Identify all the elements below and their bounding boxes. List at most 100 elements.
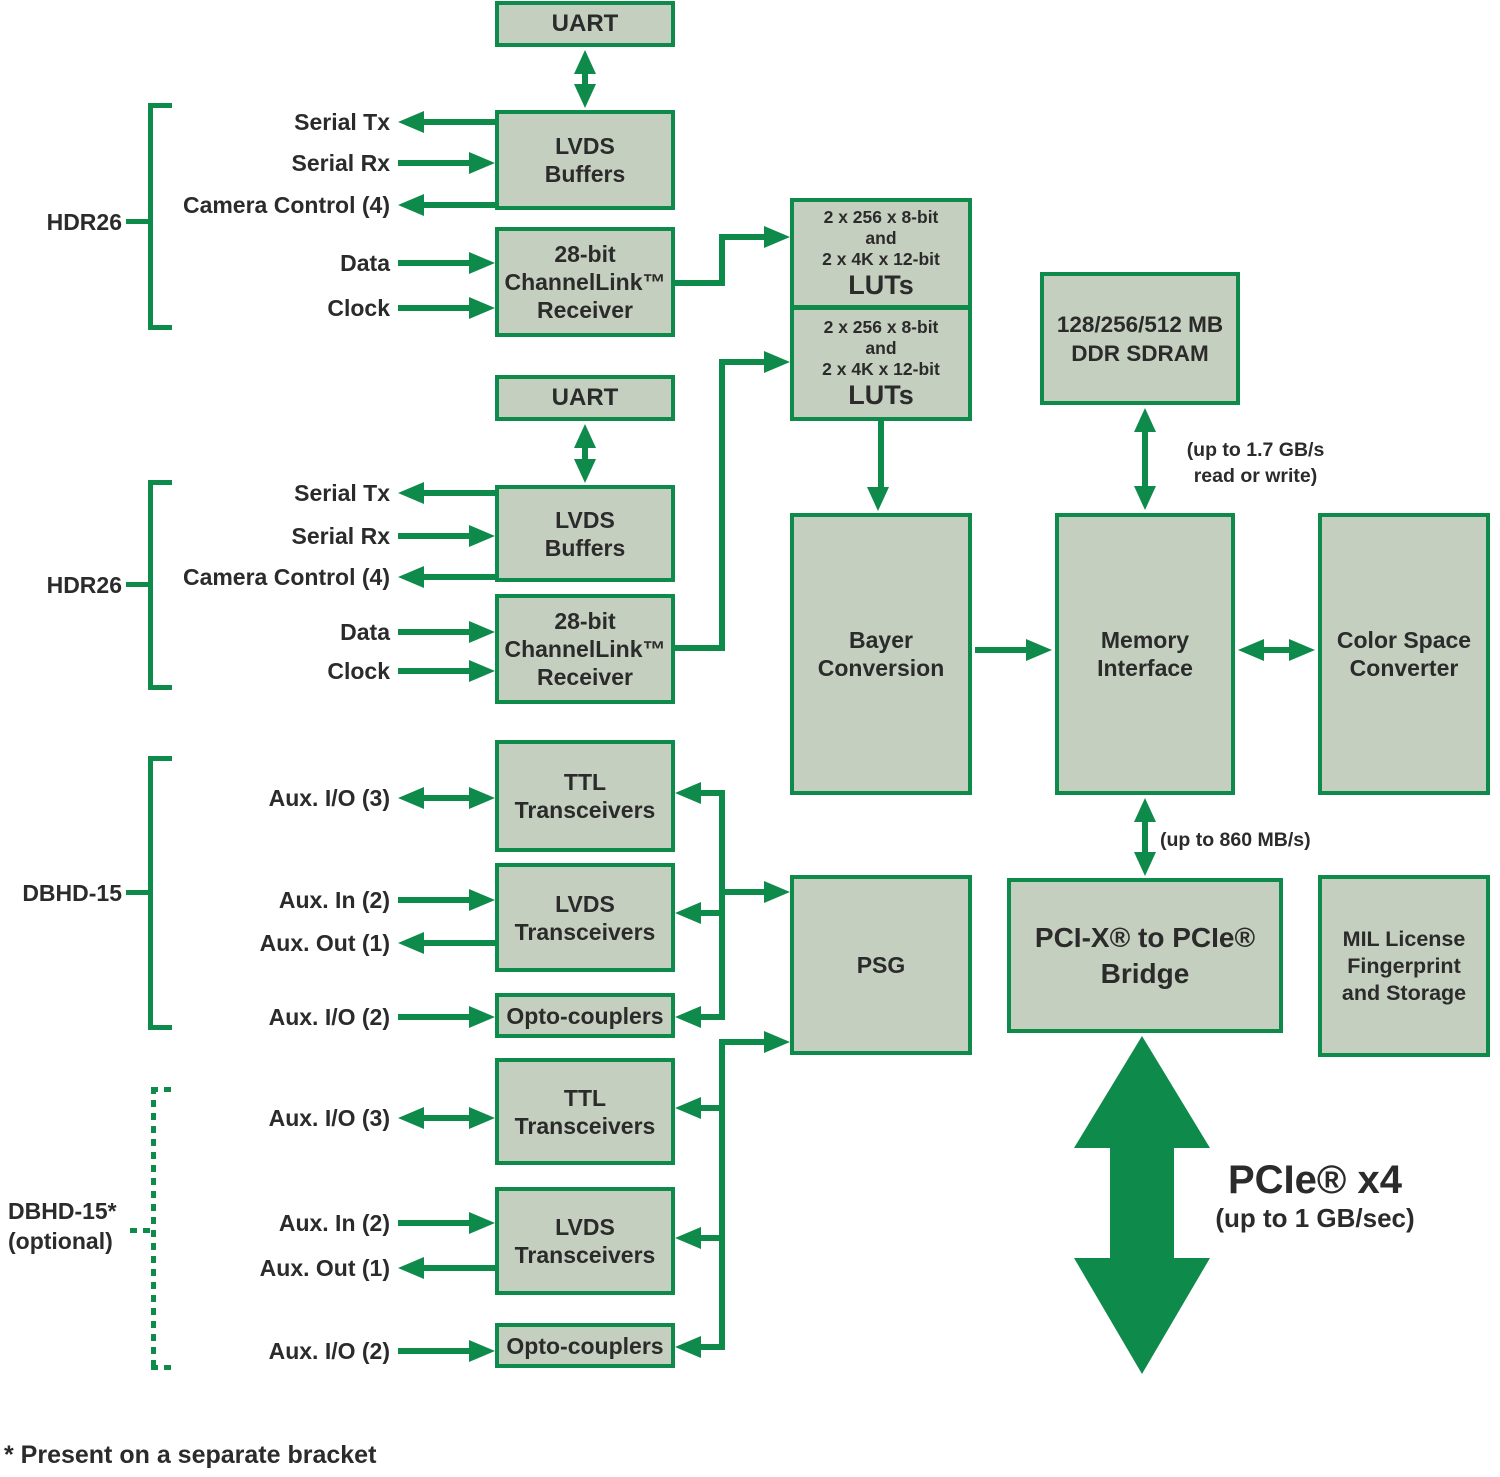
aux-io3-2-arrowhead-right xyxy=(469,1107,495,1129)
port-label-data-2: Data xyxy=(340,619,390,645)
aux-out1-1-arrow xyxy=(422,940,495,946)
memory-interface-box: Memory Interface xyxy=(1055,513,1235,795)
clock-2-arrowhead xyxy=(469,660,495,682)
pcie-x4-title: PCIe® x4 xyxy=(1227,1158,1402,1202)
color-space-converter-box-label: Color Space Converter xyxy=(1336,627,1472,681)
footnote: * Present on a separate bracket xyxy=(4,1441,377,1469)
bus1-opto1-branch xyxy=(699,1014,721,1020)
aux-io2-2-arrowhead xyxy=(469,1340,495,1362)
bayer-conversion-box: Bayer Conversion xyxy=(790,513,972,795)
ddr-memory-arrowhead-down xyxy=(1134,486,1156,510)
port-label-clock-2: Clock xyxy=(327,658,390,684)
pcix-pcie-bridge-box: PCI-X® to PCIe® Bridge xyxy=(1007,878,1283,1033)
lvds-buffers-box-1: LVDS Buffers xyxy=(495,110,675,210)
port-label-camera-control-1: Camera Control (4) xyxy=(182,192,390,218)
bridge-bandwidth-annotation: (up to 860 MB/s) xyxy=(1160,829,1311,851)
aux-io3-1-arrowhead-right xyxy=(469,787,495,809)
hdr26-bracket-1-top-tick xyxy=(148,103,172,108)
pcix-pcie-bridge-box-label: PCI-X® to PCIe® Bridge xyxy=(1034,921,1256,989)
bus1-psg-arrowhead xyxy=(764,881,790,903)
dbhd15-bracket-top-tick xyxy=(148,756,172,761)
channellink-receiver-box-1: 28-bit ChannelLink™ Receiver xyxy=(495,227,675,337)
camera-control-1-arrow xyxy=(422,202,495,208)
serial-tx-2-arrowhead xyxy=(398,482,424,504)
lvds-buffers-box-2-label: LVDS Buffers xyxy=(544,506,626,561)
receiver2-lut2-connector-h2 xyxy=(719,359,764,365)
ddr-sdram-box: 128/256/512 MB DDR SDRAM xyxy=(1040,272,1240,405)
bus2-psg-branch xyxy=(723,1039,766,1045)
port-label-serial-tx-1: Serial Tx xyxy=(294,109,390,135)
bus1-lvds1-branch xyxy=(699,910,721,916)
data-2-arrow xyxy=(398,629,471,635)
opto-couplers-box-2: Opto-couplers xyxy=(495,1323,675,1368)
lvds-transceivers-box-2: LVDS Transceivers xyxy=(495,1187,675,1295)
serial-rx-1-arrow xyxy=(398,160,471,166)
opto-couplers-box-1-label: Opto-couplers xyxy=(506,1002,664,1029)
camera-control-2-arrow xyxy=(422,574,495,580)
port-label-aux-out1-2: Aux. Out (1) xyxy=(259,1255,390,1281)
lut-bayer-arrowhead xyxy=(867,487,889,511)
bus2-ttl2-branch xyxy=(699,1105,721,1111)
serial-tx-2-arrow xyxy=(422,490,495,496)
serial-tx-1-arrowhead xyxy=(398,111,424,133)
port-label-camera-control-2: Camera Control (4) xyxy=(182,564,390,590)
serial-tx-1-arrow xyxy=(422,119,495,125)
uart1-lvds1-arrowhead-down xyxy=(574,84,596,108)
memory-bridge-arrowhead-up xyxy=(1134,798,1156,822)
port-label-serial-rx-2: Serial Rx xyxy=(291,523,390,549)
aux-io3-1-arrowhead-left xyxy=(398,787,424,809)
aux-io3-2-arrowhead-left xyxy=(398,1107,424,1129)
aux-io2-1-arrow xyxy=(398,1014,471,1020)
aux-io3-1-arrow xyxy=(422,795,471,801)
bus2-ttl2-arrowhead xyxy=(675,1097,701,1119)
color-space-converter-box: Color Space Converter xyxy=(1318,513,1490,795)
lut-box-2: 2 x 256 x 8-bit and 2 x 4K x 12-bit LUTs xyxy=(790,306,972,421)
lut-box-2-title: LUTs xyxy=(848,380,914,410)
bus2-lvds2-arrowhead xyxy=(675,1227,701,1249)
hdr26-bracket-1-label-tick xyxy=(126,219,150,224)
opto-couplers-box-2-label: Opto-couplers xyxy=(506,1332,664,1359)
aux-bus-1 xyxy=(719,790,725,1020)
uart-box-2: UART xyxy=(495,375,675,421)
receiver2-lut2-arrowhead xyxy=(764,351,790,373)
mil-license-box: MIL License Fingerprint and Storage xyxy=(1318,875,1490,1057)
ttl-transceivers-box-2-label: TTL Transceivers xyxy=(514,1084,656,1139)
dbhd15-bracket xyxy=(148,756,153,1030)
receiver1-lut1-connector-h2 xyxy=(719,234,764,240)
hdr26-label-1: HDR26 xyxy=(46,209,122,235)
bus1-lvds1-arrowhead xyxy=(675,902,701,924)
pcie-x4-double-arrow xyxy=(1074,1036,1210,1374)
ttl-transceivers-box-1-label: TTL Transceivers xyxy=(514,769,656,823)
psg-box: PSG xyxy=(790,875,972,1055)
pcie-x4-caption: PCIe® x4 (up to 1 GB/sec) xyxy=(1185,1158,1445,1234)
ddr-bandwidth-annotation: (up to 1.7 GB/s read or write) xyxy=(1186,439,1325,487)
serial-rx-2-arrowhead xyxy=(469,525,495,547)
opto-couplers-box-1: Opto-couplers xyxy=(495,993,675,1038)
camera-control-2-arrowhead xyxy=(398,566,424,588)
receiver1-lut1-connector-v xyxy=(719,234,725,286)
hdr26-bracket-2 xyxy=(148,480,153,690)
hdr26-bracket-1-bottom-tick xyxy=(148,325,172,330)
hdr26-bracket-1 xyxy=(148,103,153,330)
lvds-transceivers-box-2-label: LVDS Transceivers xyxy=(514,1214,656,1268)
port-label-serial-tx-2: Serial Tx xyxy=(294,480,390,506)
dbhd15-optional-bracket-top-tick xyxy=(151,1087,177,1092)
clock-1-arrowhead xyxy=(469,297,495,319)
aux-in2-2-arrowhead xyxy=(469,1212,495,1234)
hdr26-label-2: HDR26 xyxy=(46,572,122,598)
lvds-transceivers-box-1-label: LVDS Transceivers xyxy=(514,890,656,945)
hdr26-bracket-2-bottom-tick xyxy=(148,685,172,690)
ttl-transceivers-box-2: TTL Transceivers xyxy=(495,1058,675,1165)
aux-in2-1-arrow xyxy=(398,897,471,903)
lut-bayer-arrow xyxy=(878,421,884,487)
uart1-lvds1-arrowhead-up xyxy=(574,50,596,74)
ttl-transceivers-box-1: TTL Transceivers xyxy=(495,740,675,852)
uart-box-2-label: UART xyxy=(551,384,619,411)
aux-io3-2-arrow xyxy=(422,1115,471,1121)
bus1-ttl1-branch xyxy=(699,790,721,796)
port-label-aux-io2-2: Aux. I/O (2) xyxy=(268,1338,390,1364)
psg-box-label: PSG xyxy=(856,952,906,978)
uart-box-1: UART xyxy=(495,1,675,47)
pcie-x4-double-arrow-shape xyxy=(1074,1036,1210,1374)
